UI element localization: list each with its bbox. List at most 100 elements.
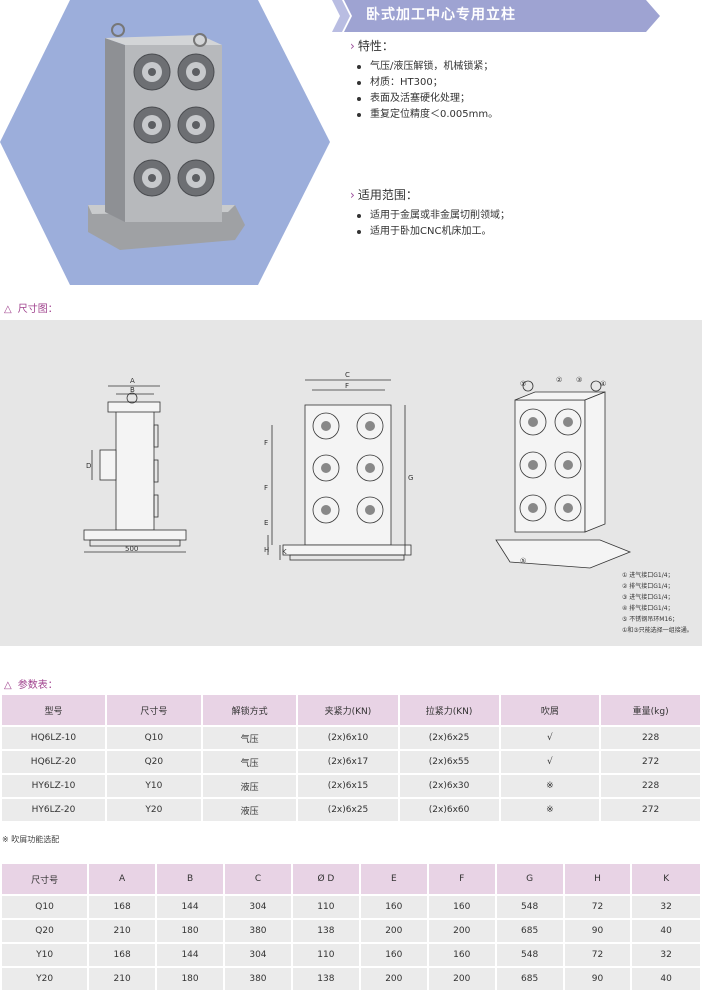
list-item: 材质：HT300； — [352, 75, 682, 91]
table-header-row: 型号 尺寸号 解锁方式 夹紧力(KN) 拉紧力(KN) 吹屑 重量(kg) — [2, 695, 700, 725]
table-cell: 90 — [564, 968, 631, 990]
table-cell: 72 — [564, 896, 631, 918]
column-header: 尺寸号 — [106, 695, 201, 725]
chevron-right-icon: › — [350, 39, 355, 53]
table-cell: 380 — [225, 968, 291, 990]
table-cell: 40 — [632, 968, 700, 990]
table-cell: 144 — [157, 896, 223, 918]
table-cell: (2x)6x25 — [298, 799, 398, 821]
table-cell: 168 — [89, 944, 156, 966]
table-header-row: 尺寸号 A B C Ø D E F G H K — [2, 864, 700, 894]
list-item: 适用于金属或非金属切削领域； — [352, 208, 682, 224]
table-cell: 304 — [225, 896, 291, 918]
column-header: E — [360, 864, 427, 894]
column-header: B — [157, 864, 223, 894]
applications-heading: ›适用范围： — [350, 188, 418, 202]
column-header: Ø D — [292, 864, 359, 894]
callout-2: ② — [556, 376, 562, 384]
table-cell: 160 — [360, 896, 427, 918]
product-hero-illustration — [0, 0, 330, 285]
legend-item: ⑤ 不锈钢吊环M16； — [622, 616, 679, 623]
dimension-drawing: A B D 500 C F F F E H K G ① ② ③ ④ ⑤ — [83, 371, 632, 569]
table-cell: 200 — [360, 920, 427, 942]
table-cell: (2x)6x25 — [399, 727, 499, 749]
dim-label-b: B — [130, 386, 135, 394]
chevron-right-icon: › — [350, 188, 355, 202]
table-cell: 160 — [428, 896, 495, 918]
dim-label-e: E — [264, 519, 268, 527]
table-cell: 110 — [292, 944, 359, 966]
table-cell: 138 — [292, 968, 359, 990]
table-cell: ※ — [500, 775, 600, 797]
param-table: 型号 尺寸号 解锁方式 夹紧力(KN) 拉紧力(KN) 吹屑 重量(kg) HQ… — [0, 693, 702, 823]
table-cell: 160 — [428, 944, 495, 966]
table-cell: 228 — [601, 775, 700, 797]
callout-5: ⑤ — [520, 557, 526, 565]
table-cell: 110 — [292, 896, 359, 918]
table-cell: (2x)6x60 — [399, 799, 499, 821]
triangle-icon: △ — [4, 304, 12, 315]
table-cell: (2x)6x17 — [298, 751, 398, 773]
table-cell: Y10 — [106, 775, 201, 797]
column-header: 夹紧力(KN) — [298, 695, 398, 725]
table-cell: 液压 — [202, 799, 297, 821]
dim-label-h: H — [264, 546, 269, 554]
table-cell: (2x)6x10 — [298, 727, 398, 749]
dim-label-d: D — [86, 462, 91, 470]
table-cell: 90 — [564, 920, 631, 942]
table-cell: 138 — [292, 920, 359, 942]
table-cell: 168 — [89, 896, 156, 918]
table-cell: Y20 — [2, 968, 88, 990]
table-cell: (2x)6x55 — [399, 751, 499, 773]
list-item: 气压/液压解锁，机械锁紧； — [352, 59, 682, 75]
table-cell: 200 — [428, 968, 495, 990]
callout-4: ④ — [600, 380, 606, 388]
table-cell: 32 — [632, 944, 700, 966]
table-cell: 548 — [496, 896, 563, 918]
param-note: ※ 吹屑功能选配 — [2, 835, 60, 844]
table-cell: 272 — [601, 751, 700, 773]
page-title: 卧式加工中心专用立柱 — [366, 7, 516, 23]
column-header: F — [428, 864, 495, 894]
column-header: 解锁方式 — [202, 695, 297, 725]
column-header: K — [632, 864, 700, 894]
applications-list: 适用于金属或非金属切削领域； 适用于卧加CNC机床加工。 — [352, 208, 682, 240]
table-cell: √ — [500, 751, 600, 773]
title-banner — [332, 0, 660, 32]
column-header: C — [225, 864, 291, 894]
legend-item: ①和③只能选择一组接通。 — [622, 627, 693, 634]
column-header: H — [564, 864, 631, 894]
table-cell: 32 — [632, 896, 700, 918]
table-cell: 210 — [89, 968, 156, 990]
table-cell: Q20 — [106, 751, 201, 773]
table-cell: 180 — [157, 920, 223, 942]
param-heading: △参数表： — [4, 680, 58, 691]
table-cell: 685 — [496, 920, 563, 942]
list-item: 重复定位精度＜0.005mm。 — [352, 107, 682, 123]
table-cell: 210 — [89, 920, 156, 942]
table-cell: 气压 — [202, 751, 297, 773]
table-cell: 228 — [601, 727, 700, 749]
column-header: 尺寸号 — [2, 864, 88, 894]
dimension-heading: △尺寸图： — [4, 304, 58, 315]
table-cell: 液压 — [202, 775, 297, 797]
list-item: 表面及活塞硬化处理； — [352, 91, 682, 107]
table-cell: Y20 — [106, 799, 201, 821]
dim-label-k: K — [282, 548, 287, 556]
table-cell: 200 — [428, 920, 495, 942]
table-cell: 气压 — [202, 727, 297, 749]
dim-label-f-1: F — [264, 439, 268, 447]
table-cell: Q10 — [106, 727, 201, 749]
table-cell: 685 — [496, 968, 563, 990]
callout-3: ③ — [576, 376, 582, 384]
table-cell: 160 — [360, 944, 427, 966]
features-list: 气压/液压解锁，机械锁紧； 材质：HT300； 表面及活塞硬化处理； 重复定位精… — [352, 59, 682, 123]
column-header: G — [496, 864, 563, 894]
table-cell: 380 — [225, 920, 291, 942]
